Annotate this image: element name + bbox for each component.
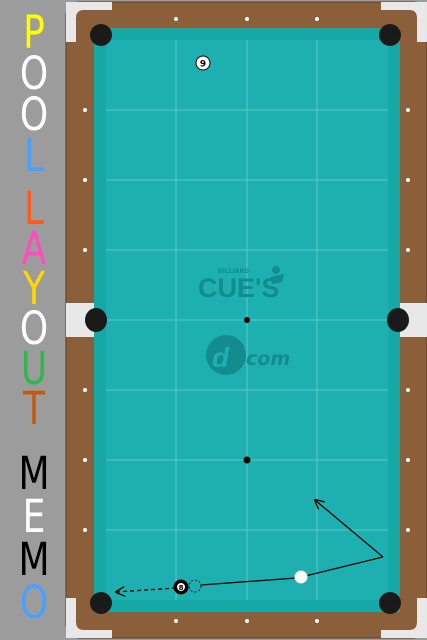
eight-ball[interactable]: 8 — [173, 579, 189, 595]
cue-ball-path-after-rail — [315, 500, 384, 558]
pocket-side-right — [387, 308, 409, 332]
shot-path — [116, 500, 384, 592]
title-letter-layout-6: T — [23, 383, 45, 435]
title-letter-layout-5: U — [20, 343, 48, 395]
rail-diamonds — [83, 17, 410, 623]
logo-sub: com — [246, 348, 290, 370]
pocket-bottom-right — [379, 592, 401, 614]
pocket-top-right — [379, 24, 401, 46]
title-letter-layout-3: Y — [23, 263, 45, 315]
corner-plate-top-right — [381, 2, 427, 42]
logo-d-icon — [206, 335, 246, 375]
center-spot — [244, 317, 250, 323]
eight-ball-path — [116, 588, 177, 592]
logo-figure-head — [272, 266, 280, 274]
title-letter-memo-2: E — [22, 491, 46, 543]
title-letter-layout-2: A — [21, 223, 47, 275]
corner-plate-bottom-right — [381, 598, 427, 638]
title-letter-pool-1: P — [23, 7, 45, 59]
pocket-top-left — [90, 24, 112, 46]
pocket-bottom-left — [90, 592, 112, 614]
logo-main: CUE'S — [198, 273, 279, 303]
logo-top-small: BILLIARD — [218, 268, 249, 275]
corner-plate-top-left — [66, 2, 112, 42]
title-letter-pool-4: L — [23, 130, 45, 182]
title-letter-memo-4: O — [19, 577, 49, 629]
logo-figure-body — [270, 274, 284, 284]
title-letter-pool-2: O — [19, 48, 49, 100]
pocket-side-left — [85, 308, 107, 332]
eight-ball-number: 8 — [179, 584, 184, 592]
svg-text:d: d — [212, 342, 230, 373]
cloth-grid — [106, 40, 388, 600]
title-letter-memo-3: M — [18, 534, 50, 586]
nine-ball[interactable]: 9 — [195, 55, 211, 71]
title-letter-layout-1: L — [23, 183, 45, 235]
foot-spot — [243, 456, 251, 464]
aim-line — [200, 577, 297, 586]
title-letter-pool-3: O — [19, 89, 49, 141]
corner-plate-bottom-left — [66, 598, 112, 638]
title-letter-layout-4: O — [19, 303, 49, 355]
cues-logo: BILLIARD CUE'S d com — [198, 266, 290, 375]
cue-ball[interactable] — [294, 570, 308, 584]
ghost-ball — [188, 579, 202, 593]
title-letter-memo-1: M — [18, 448, 50, 500]
nine-ball-number: 9 — [200, 60, 206, 70]
cue-ball-path-to-rail — [300, 556, 384, 578]
